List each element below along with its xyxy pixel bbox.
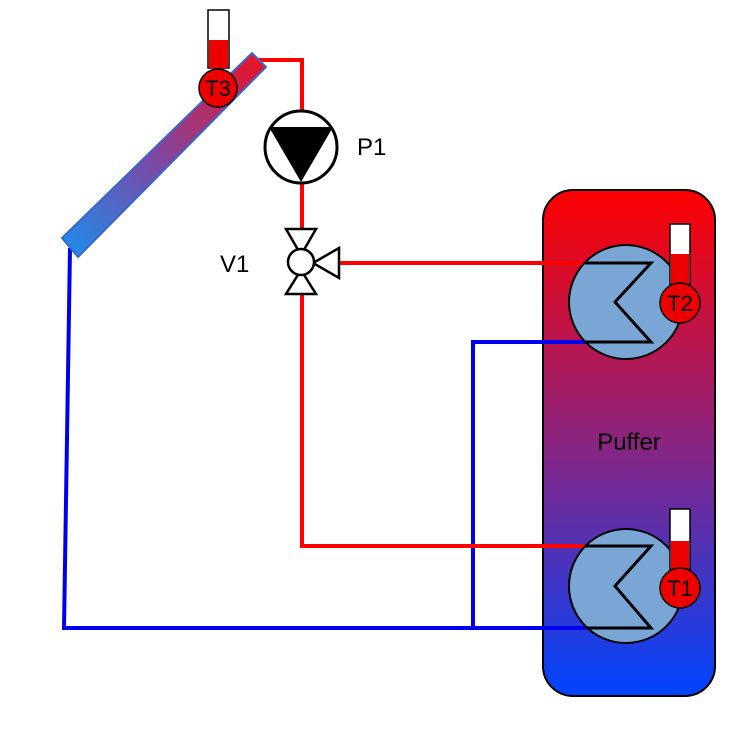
coil-zigzag — [585, 261, 655, 344]
valve-icon[interactable] — [286, 247, 316, 277]
thermometer-fill — [671, 254, 689, 284]
thermometer-fill — [671, 541, 689, 569]
sensor-t2: T2 — [659, 223, 701, 324]
pump-triangle — [269, 127, 333, 182]
sensor-bulb — [198, 68, 238, 108]
tank-label: Puffer — [597, 429, 661, 456]
valve-right-triangle — [310, 245, 341, 281]
hot-collector-line — [250, 58, 304, 112]
valve-bottom-triangle — [283, 267, 319, 296]
cold-bypass-line — [471, 340, 585, 628]
pump-label: P1 — [357, 134, 386, 161]
valve-label: V1 — [220, 251, 249, 278]
coil-zigzag — [585, 544, 655, 630]
pump-p1[interactable] — [263, 109, 339, 185]
cold-return-line — [61, 247, 585, 630]
valve-top-triangle — [283, 227, 319, 258]
sensor-t3-label: T3 — [205, 76, 231, 101]
sensor-t1: T1 — [659, 508, 701, 609]
hot-lower-coil-line — [300, 294, 585, 548]
sensor-bulb — [659, 567, 701, 609]
sensor-bulb — [659, 282, 701, 324]
thermometer-fill — [209, 40, 228, 68]
sensor-t1-label: T1 — [667, 576, 693, 601]
valve-v1[interactable] — [283, 227, 341, 296]
sensor-t3: T3 — [198, 9, 238, 108]
sensor-t2-label: T2 — [667, 291, 693, 316]
